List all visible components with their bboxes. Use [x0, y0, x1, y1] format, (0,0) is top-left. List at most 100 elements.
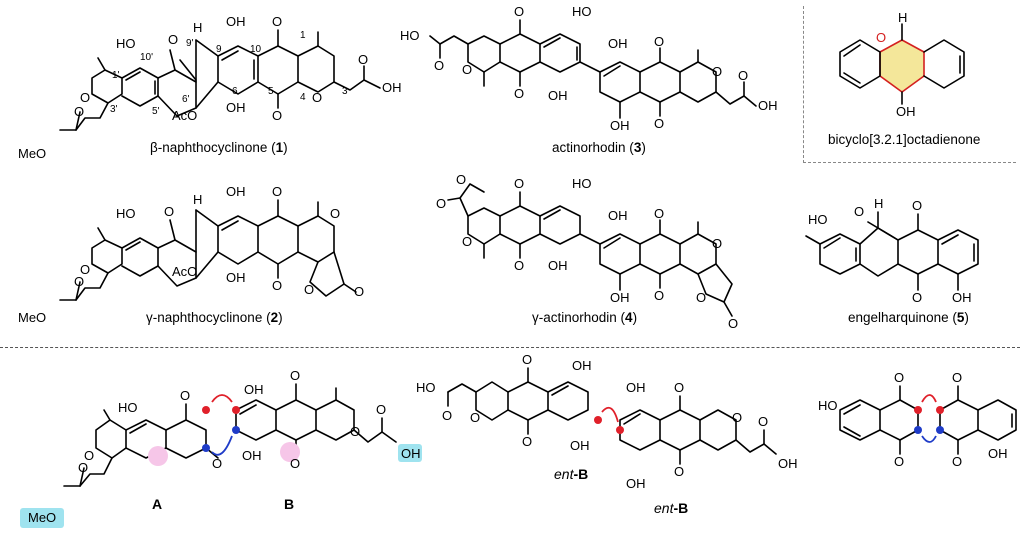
atom-label: O: [674, 464, 685, 479]
atom-label: O: [894, 454, 905, 469]
atom-label: O: [654, 116, 665, 131]
atom-label: O: [514, 176, 525, 191]
atom-label: O: [696, 290, 707, 305]
atom-label: O: [952, 454, 963, 469]
atom-label: O: [912, 198, 923, 213]
compound-1-structure: [59, 29, 381, 131]
atom-label: O: [514, 258, 525, 273]
atom-label: H: [193, 20, 203, 35]
blue-arrow: [921, 435, 937, 443]
atom-label: O: [456, 172, 467, 187]
locant-label: 5: [268, 86, 274, 97]
atom-label: O: [442, 408, 453, 423]
highlight-markers: [20, 394, 944, 528]
atom-label: OH: [244, 382, 264, 397]
atom-label: OH: [226, 100, 246, 115]
red-arrow: [211, 394, 233, 403]
red-dot: [594, 416, 602, 424]
fragment-label-entB-2: ent-B: [654, 500, 689, 516]
atom-label: O: [272, 14, 283, 29]
red-dot: [202, 406, 210, 414]
atom-label: OH: [758, 98, 778, 113]
atom-label: H: [898, 10, 908, 25]
atom-label: OH: [226, 184, 246, 199]
atom-label: O: [758, 414, 769, 429]
locant-label: 3: [342, 86, 348, 97]
locant-label: 10: [250, 44, 262, 55]
atom-label: O: [522, 352, 533, 367]
atom-label: OH: [608, 36, 628, 51]
atom-label: O: [654, 206, 665, 221]
pink-highlight-B: [280, 442, 300, 462]
atom-label: O: [654, 288, 665, 303]
atom-label: O: [376, 402, 387, 417]
atom-label: O: [304, 282, 315, 297]
locant-label: 3': [110, 104, 118, 115]
red-arrow: [921, 394, 937, 403]
atom-label: OH: [626, 380, 646, 395]
locant-label: 6: [232, 86, 238, 97]
atom-label: O: [894, 370, 905, 385]
red-arrow: [601, 406, 619, 423]
atom-label: OH: [401, 446, 421, 461]
fragment-entB-structure: [447, 367, 777, 465]
atom-label: OH: [952, 290, 972, 305]
locant-label: 4: [300, 92, 306, 103]
compound-2-structure: [59, 199, 357, 301]
atom-label: O: [854, 204, 865, 219]
atom-label: O: [434, 58, 445, 73]
atom-label: O: [330, 206, 341, 221]
atom-label: MeO: [28, 510, 57, 525]
compound-4-structure: [447, 183, 733, 317]
fragment-AB-structure: [63, 383, 397, 487]
atom-label: O: [436, 196, 447, 211]
atom-label: O: [912, 290, 923, 305]
blue-dot: [936, 426, 944, 434]
atom-label: HO: [572, 176, 592, 191]
atom-label: O: [354, 284, 365, 299]
atom-label: O: [522, 434, 533, 449]
blue-dot: [914, 426, 922, 434]
atom-label: H: [193, 192, 203, 207]
bicyclo-structure: [839, 23, 965, 105]
atom-label: O: [674, 380, 685, 395]
atom-label: O: [462, 62, 473, 77]
atom-label: MeO: [18, 146, 47, 161]
locant-label: 5': [152, 106, 160, 117]
atom-label: O: [290, 368, 301, 383]
atom-label: O: [272, 184, 283, 199]
red-dot: [914, 406, 922, 414]
atom-label: OH: [778, 456, 798, 471]
fragment-label-A: A: [152, 496, 163, 512]
atom-label: HO: [818, 398, 838, 413]
red-dot: [936, 406, 944, 414]
atom-label: OH: [226, 14, 246, 29]
atom-label: OH: [572, 358, 592, 373]
compound-5-structure: [805, 211, 979, 291]
bicyclo-dashed-box: [803, 6, 1016, 163]
atom-label: OH: [570, 438, 590, 453]
caption-bicyclo: bicyclo[3.2.1]octadienone: [828, 132, 981, 147]
atom-label: HO: [416, 380, 436, 395]
atom-label: HO: [572, 4, 592, 19]
cyan-highlight-meo: [20, 508, 64, 528]
caption-compound-5: engelharquinone (5): [848, 310, 969, 325]
atom-label: O: [738, 68, 749, 83]
atom-label: O: [462, 234, 473, 249]
atom-label: O: [358, 52, 369, 67]
atom-label: O: [78, 460, 89, 475]
atom-label: O: [84, 448, 95, 463]
atom-label: O: [80, 262, 91, 277]
atom-label: OH: [548, 258, 568, 273]
locant-label: 6': [182, 94, 190, 105]
atom-label: O: [514, 4, 525, 19]
atom-label: OH: [610, 118, 630, 133]
atom-label: O: [180, 388, 191, 403]
atom-label: HO: [808, 212, 828, 227]
atom-label: OH: [626, 476, 646, 491]
caption-compound-1: β-naphthocyclinone (1): [150, 140, 288, 155]
atom-label: O: [290, 456, 301, 471]
atom-label: O: [312, 90, 323, 105]
atom-label: AcO: [172, 108, 198, 123]
compound-3-structure: [429, 19, 757, 119]
